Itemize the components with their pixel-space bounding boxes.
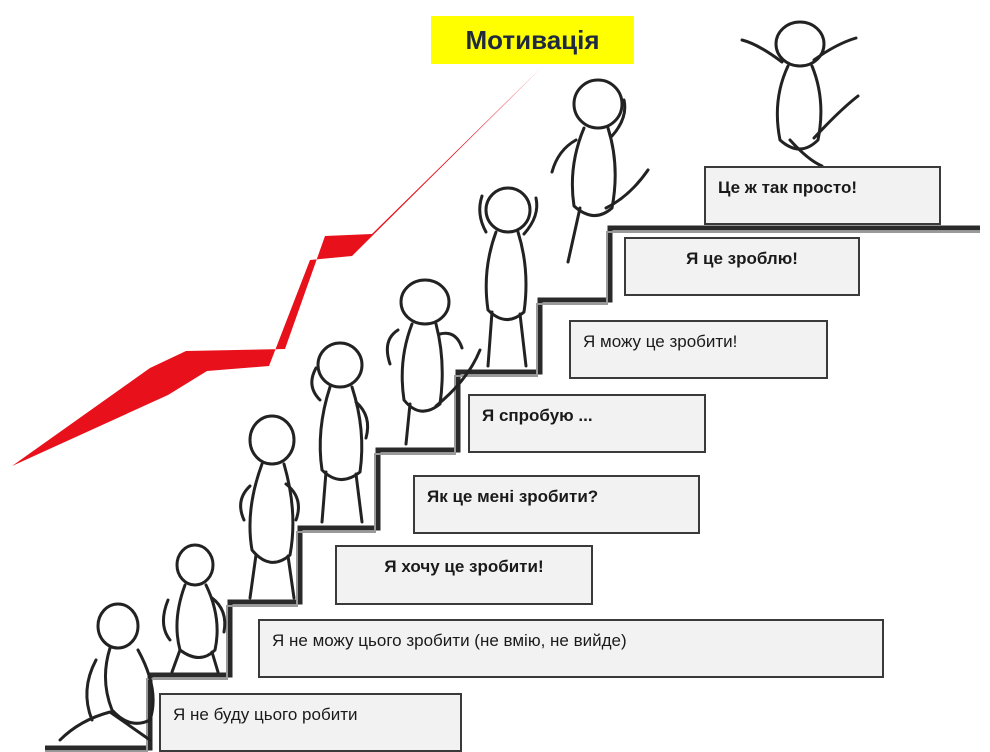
staircase: [45, 225, 980, 751]
staircase-shadow: [45, 231, 980, 752]
page-title: Мотивація: [431, 16, 634, 64]
step-box-5: Я спробую ...: [468, 394, 706, 453]
figure-sitting: [58, 602, 155, 742]
figure-can-do: [478, 186, 539, 368]
step-box-4: Як це мені зробити?: [413, 475, 700, 534]
figure-wanting: [239, 414, 300, 600]
step-box-7: Я це зроблю!: [624, 237, 860, 296]
figure-thinking: [310, 341, 370, 524]
figure-sulking: [162, 543, 227, 674]
step-box-8: Це ж так просто!: [704, 166, 941, 225]
step-box-2: Я не можу цього зробити (не вмію, не вий…: [258, 619, 884, 678]
step-box-1: Я не буду цього робити: [159, 693, 462, 752]
step-box-6: Я можу це зробити!: [569, 320, 828, 379]
motivation-arrow: [12, 67, 542, 466]
figure-trying: [385, 278, 482, 446]
step-box-3: Я хочу це зробити!: [335, 545, 593, 605]
figure-jumping: [740, 20, 860, 168]
figure-will-do: [550, 78, 650, 264]
